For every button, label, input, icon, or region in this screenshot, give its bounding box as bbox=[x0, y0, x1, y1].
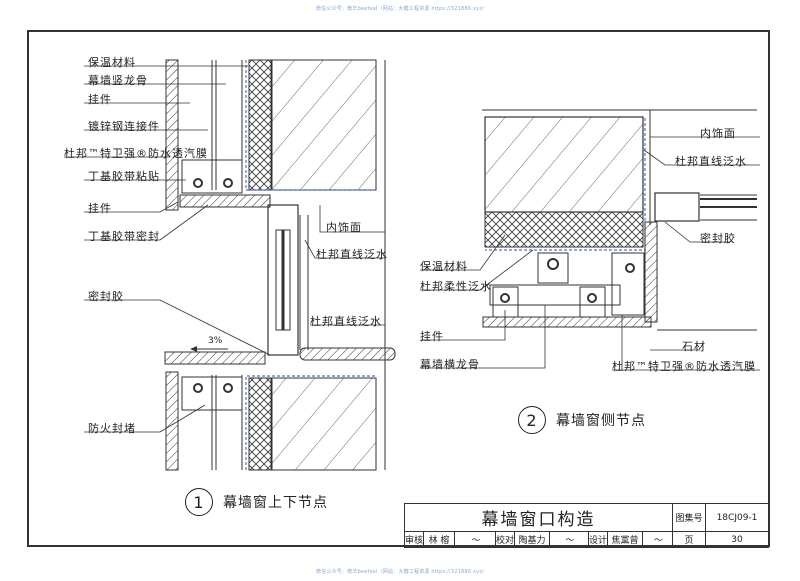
check-label: 校对 bbox=[495, 531, 515, 548]
label-sealant-2: 密封胶 bbox=[700, 232, 736, 245]
label-stone: 石材 bbox=[682, 340, 706, 353]
label-hanger-top: 挂件 bbox=[88, 93, 112, 106]
title-block: 幕墙窗口构造 图集号 18CJ09-1 审核 林 榕 ～ 校对 陶基力 ～ 设计… bbox=[404, 503, 769, 548]
design-label: 设计 bbox=[588, 531, 608, 548]
page-label: 页 bbox=[672, 531, 706, 548]
label-flashing-lower: 杜邦直线泛水 bbox=[310, 315, 382, 328]
reviewer-name: 林 榕 bbox=[423, 531, 455, 548]
detail2-number: 2 bbox=[518, 406, 546, 434]
page-number: 30 bbox=[705, 531, 769, 548]
detail1-title: 幕墙窗上下节点 bbox=[223, 495, 328, 511]
detail1-caption: 1 幕墙窗上下节点 bbox=[185, 488, 328, 516]
detail2-title: 幕墙窗侧节点 bbox=[556, 413, 646, 429]
label-flexible-flashing: 杜邦柔性泛水 bbox=[420, 280, 492, 293]
label-insulation-2: 保温材料 bbox=[420, 260, 468, 273]
label-sealant-1: 密封胶 bbox=[88, 290, 124, 303]
label-butyl-tape-seal: 丁基胶带密封 bbox=[88, 230, 160, 243]
label-hanger-2: 挂件 bbox=[420, 330, 444, 343]
label-transom: 幕墙横龙骨 bbox=[420, 358, 480, 371]
designer-signature: ～ bbox=[642, 531, 673, 548]
label-insulation-1: 保温材料 bbox=[88, 56, 136, 69]
label-flashing-2: 杜邦直线泛水 bbox=[675, 155, 747, 168]
label-mullion: 幕墙竖龙骨 bbox=[88, 74, 148, 87]
label-fire-stop: 防火封堵 bbox=[88, 422, 136, 435]
drawing-title: 幕墙窗口构造 bbox=[404, 503, 673, 532]
checker-signature: ～ bbox=[549, 531, 589, 548]
label-membrane-1: 杜邦™特卫强®防水透汽膜 bbox=[64, 147, 208, 160]
detail1-number: 1 bbox=[185, 488, 213, 516]
review-label: 审核 bbox=[404, 531, 424, 548]
checker-name: 陶基力 bbox=[514, 531, 550, 548]
label-butyl-tape-bond: 丁基胶带粘贴 bbox=[88, 170, 160, 183]
label-flashing-upper: 杜邦直线泛水 bbox=[316, 248, 388, 261]
designer-name: 焦黨曾 bbox=[607, 531, 643, 548]
watermark-top: 微信公众号：微羊beefeel（网站：大糖工程资源 https://321886… bbox=[315, 6, 485, 12]
atlas-number: 18CJ09-1 bbox=[705, 503, 769, 532]
label-slope: 3% bbox=[208, 336, 223, 346]
label-galv-connector: 镀锌钢连接件 bbox=[88, 120, 160, 133]
drawing-frame bbox=[27, 30, 770, 547]
watermark-bottom: 微信公众号：微羊beefeel（网站：大糖工程资源 https://321886… bbox=[315, 569, 485, 575]
label-membrane-2: 杜邦™特卫强®防水透汽膜 bbox=[612, 360, 756, 373]
reviewer-signature: ～ bbox=[454, 531, 496, 548]
detail2-caption: 2 幕墙窗侧节点 bbox=[518, 406, 646, 434]
atlas-label: 图集号 bbox=[672, 503, 706, 532]
label-hanger-mid: 挂件 bbox=[88, 202, 112, 215]
label-interior-finish-1: 内饰面 bbox=[326, 221, 362, 234]
label-interior-finish-2: 内饰面 bbox=[700, 127, 736, 140]
